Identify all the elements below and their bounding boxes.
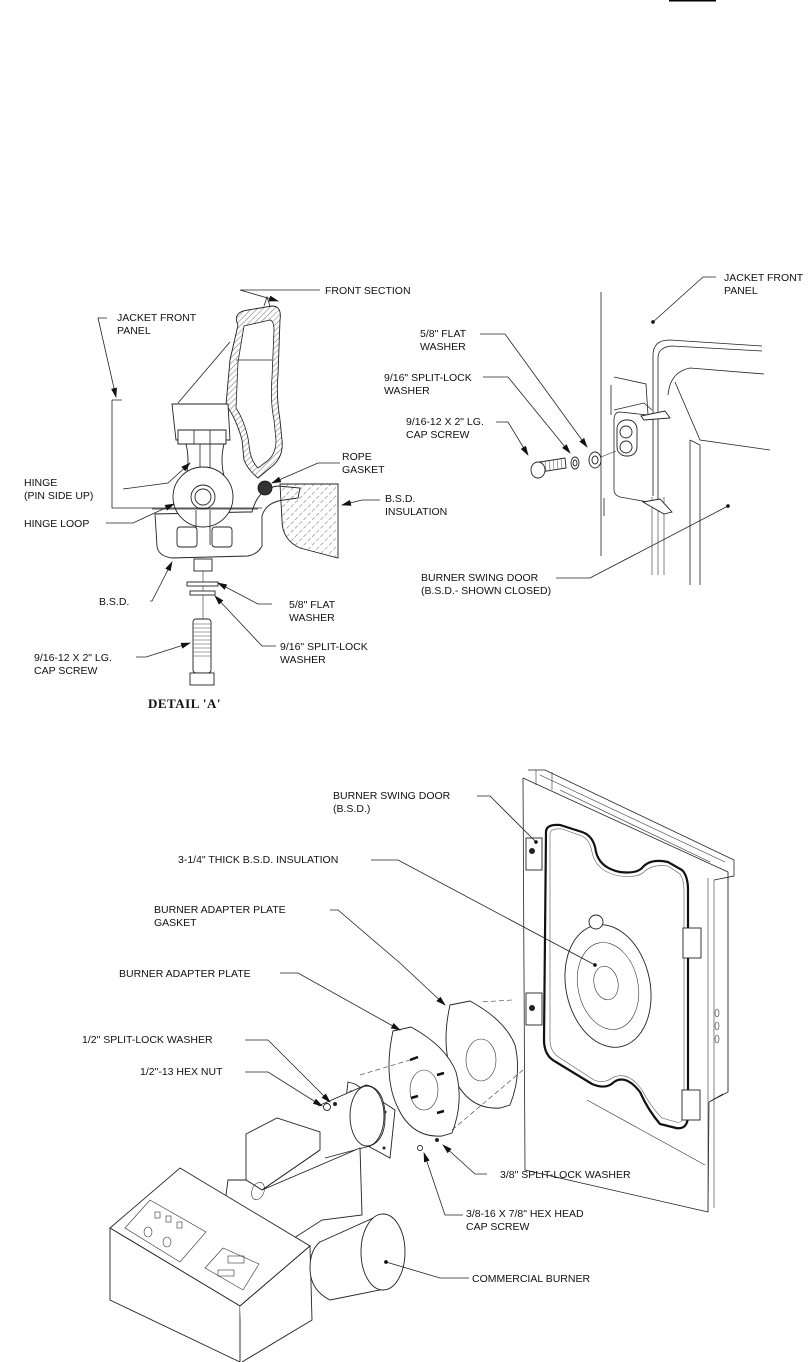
label-flat-washer-line2: WASHER — [289, 612, 335, 624]
label-front-section: FRONT SECTION — [325, 285, 411, 297]
front-section-shape — [177, 295, 283, 479]
label-hex-nut: 1/2"-13 HEX NUT — [140, 1066, 223, 1078]
door-view-fasteners — [530, 450, 617, 479]
label-bsd-insulation-line2: INSULATION — [385, 506, 447, 518]
label-bsd-insulation: B.S.D. — [385, 493, 415, 505]
detail-a-fastener-stack — [186, 558, 219, 686]
label-hex-head-cap-screw: 3/8-16 X 7/8" HEX HEAD — [466, 1208, 584, 1220]
label-jacket-front-panel-line2: PANEL — [117, 325, 151, 337]
label-adapter-plate-gasket: BURNER ADAPTER PLATE — [154, 904, 286, 916]
label-cap-screw-door-line2: CAP SCREW — [406, 429, 469, 441]
hex-nut-shape — [323, 1103, 331, 1111]
commercial-burner-shape — [109, 1081, 406, 1362]
detail-a-drawing: FRONT SECTION JACKET FRONT PANEL HINGE (… — [24, 285, 447, 711]
bsd-insulation-shape — [279, 483, 339, 559]
label-rope-gasket-line2: GASKET — [342, 464, 385, 476]
jacket-panel-outline — [111, 399, 262, 509]
label-flat-washer: 5/8" FLAT — [289, 599, 336, 611]
label-cap-screw: 9/16-12 X 2" LG. — [34, 652, 112, 664]
burner-assembly-drawing: BURNER SWING DOOR (B.S.D.) 3-1/4" THICK … — [82, 769, 735, 1362]
label-flat-washer-door-line2: WASHER — [420, 341, 466, 353]
label-hex-head-cap-screw-line2: CAP SCREW — [466, 1221, 529, 1233]
label-split-lock-door: 9/16" SPLIT-LOCK — [384, 372, 472, 384]
label-bsd: B.S.D. — [99, 596, 129, 608]
label-bsd-insulation-thickness: 3-1/4" THICK B.S.D. INSULATION — [178, 854, 338, 866]
door-view-drawing: JACKET FRONT PANEL 5/8" FLAT WASHER 9/16… — [384, 272, 804, 597]
detail-a-leaders — [97, 289, 380, 658]
label-hinge-line2: (PIN SIDE UP) — [24, 490, 93, 502]
label-split-lock-washer-line2: WASHER — [280, 654, 326, 666]
detail-a-title: DETAIL 'A' — [148, 696, 221, 711]
label-flat-washer-door: 5/8" FLAT — [420, 328, 467, 340]
hex-cap-screw-shape — [417, 1145, 423, 1151]
label-commercial-burner: COMMERCIAL BURNER — [472, 1273, 590, 1285]
label-bsd-assembly: BURNER SWING DOOR — [333, 790, 451, 802]
hinge-shape — [171, 403, 231, 477]
label-split-lock-door-line2: WASHER — [384, 385, 430, 397]
label-hinge: HINGE — [24, 477, 57, 489]
label-cap-screw-line2: CAP SCREW — [34, 665, 97, 677]
label-rope-gasket: ROPE — [342, 451, 372, 463]
label-three-eighths-split-lock-washer: 3/8" SPLIT-LOCK WASHER — [500, 1169, 631, 1181]
label-burner-swing-door: BURNER SWING DOOR — [421, 572, 539, 584]
label-split-lock-washer: 9/16" SPLIT-LOCK — [280, 641, 368, 653]
label-jacket-front-panel: JACKET FRONT — [117, 312, 197, 324]
rope-gasket-shape — [257, 480, 273, 496]
label-cap-screw-door: 9/16-12 X 2" LG. — [406, 416, 484, 428]
label-half-split-lock-washer: 1/2" SPLIT-LOCK WASHER — [82, 1034, 213, 1046]
label-jacket-front-panel-door-line2: PANEL — [724, 285, 758, 297]
label-adapter-plate: BURNER ADAPTER PLATE — [119, 968, 251, 980]
three-eighths-split-lock-shape — [435, 1138, 439, 1142]
half-split-lock-shape — [333, 1102, 337, 1106]
swing-door-shape — [522, 769, 735, 1213]
label-bsd-assembly-line2: (B.S.D.) — [333, 803, 370, 815]
label-hinge-loop: HINGE LOOP — [24, 518, 89, 530]
label-adapter-plate-gasket-line2: GASKET — [154, 917, 197, 929]
burner-assembly-leaders — [245, 795, 706, 1279]
hinge-loop-shape — [152, 466, 301, 559]
adapter-plate-shape — [359, 999, 524, 1137]
label-jacket-front-panel-door: JACKET FRONT — [724, 272, 804, 284]
label-burner-swing-door-line2: (B.S.D.- SHOWN CLOSED) — [421, 585, 551, 597]
